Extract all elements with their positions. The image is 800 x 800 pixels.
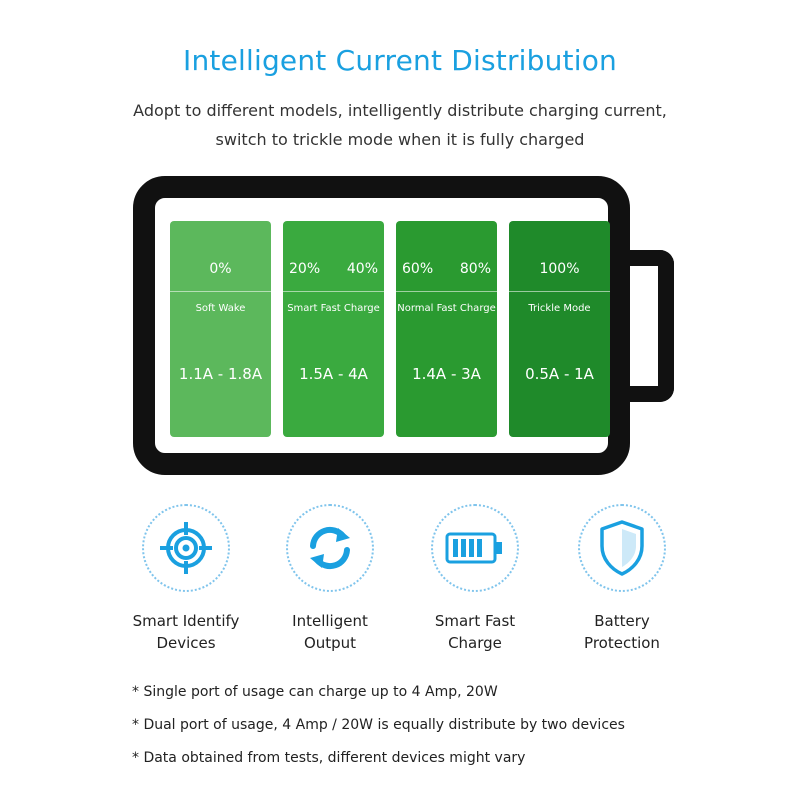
battery-icon (445, 532, 502, 564)
cell-percent: 0% (209, 261, 232, 277)
footnotes: * Single port of usage can charge up to … (132, 682, 625, 781)
battery-cell-smart-fast-charge: 20% 40% Smart Fast Charge 1.5A - 4A (283, 221, 384, 437)
feature-label: Output (303, 634, 357, 652)
feature-icon-ring (431, 504, 519, 592)
footnote: * Data obtained from tests, different de… (132, 750, 526, 766)
feature-label: Smart Fast (434, 612, 516, 630)
feature-smart-fast-charge: Smart Fast Charge (410, 504, 540, 654)
feature-label: Charge (448, 634, 502, 652)
feature-smart-identify: Smart Identify Devices (121, 504, 251, 654)
footnote: * Single port of usage can charge up to … (132, 684, 498, 700)
page-title: Intelligent Current Distribution (183, 44, 617, 77)
cell-mode-label: Normal Fast Charge (397, 303, 496, 314)
shield-icon (600, 520, 644, 576)
cell-divider (283, 291, 384, 292)
feature-label: Intelligent (292, 612, 368, 630)
cell-current-range: 1.1A - 1.8A (178, 365, 263, 383)
footnote: * Dual port of usage, 4 Amp / 20W is equ… (132, 717, 625, 733)
cell-current-range: 1.5A - 4A (299, 365, 368, 383)
cell-percent: 20% (289, 261, 321, 277)
battery-terminal-cap (630, 250, 674, 402)
cell-divider (509, 291, 610, 292)
feature-label: Devices (156, 634, 216, 652)
battery-cell-normal-fast-charge: 60% 80% Normal Fast Charge 1.4A - 3A (396, 221, 497, 437)
feature-label: Protection (584, 634, 660, 652)
feature-battery-protection: Battery Protection (557, 504, 687, 654)
cell-divider (396, 291, 497, 292)
cell-mode-label: Smart Fast Charge (287, 303, 380, 314)
target-icon (160, 522, 212, 574)
feature-intelligent-output: Intelligent Output (265, 504, 395, 654)
cell-percent: 80% (459, 261, 491, 277)
feature-icon-ring (578, 504, 666, 592)
subtitle-line: switch to trickle mode when it is fully … (215, 130, 585, 149)
cell-mode-label: Soft Wake (195, 303, 246, 314)
refresh-arrows-icon (310, 526, 350, 570)
cell-percent: 100% (539, 261, 580, 277)
subtitle-line: Adopt to different models, intelligently… (133, 101, 667, 120)
cell-divider (170, 291, 271, 292)
cell-percent: 60% (402, 261, 434, 277)
cell-current-range: 0.5A - 1A (525, 365, 594, 383)
feature-icon-ring (142, 504, 230, 592)
cell-current-range: 1.4A - 3A (412, 365, 481, 383)
feature-label: Smart Identify (132, 612, 240, 630)
battery-cell-soft-wake: 0% Soft Wake 1.1A - 1.8A (170, 221, 271, 437)
feature-icon-ring (286, 504, 374, 592)
cell-mode-label: Trickle Mode (528, 303, 591, 314)
page-subtitle: Adopt to different models, intelligently… (0, 96, 800, 154)
battery-cell-trickle-mode: 100% Trickle Mode 0.5A - 1A (509, 221, 610, 437)
feature-label: Battery (594, 612, 650, 630)
cell-percent: 40% (346, 261, 378, 277)
